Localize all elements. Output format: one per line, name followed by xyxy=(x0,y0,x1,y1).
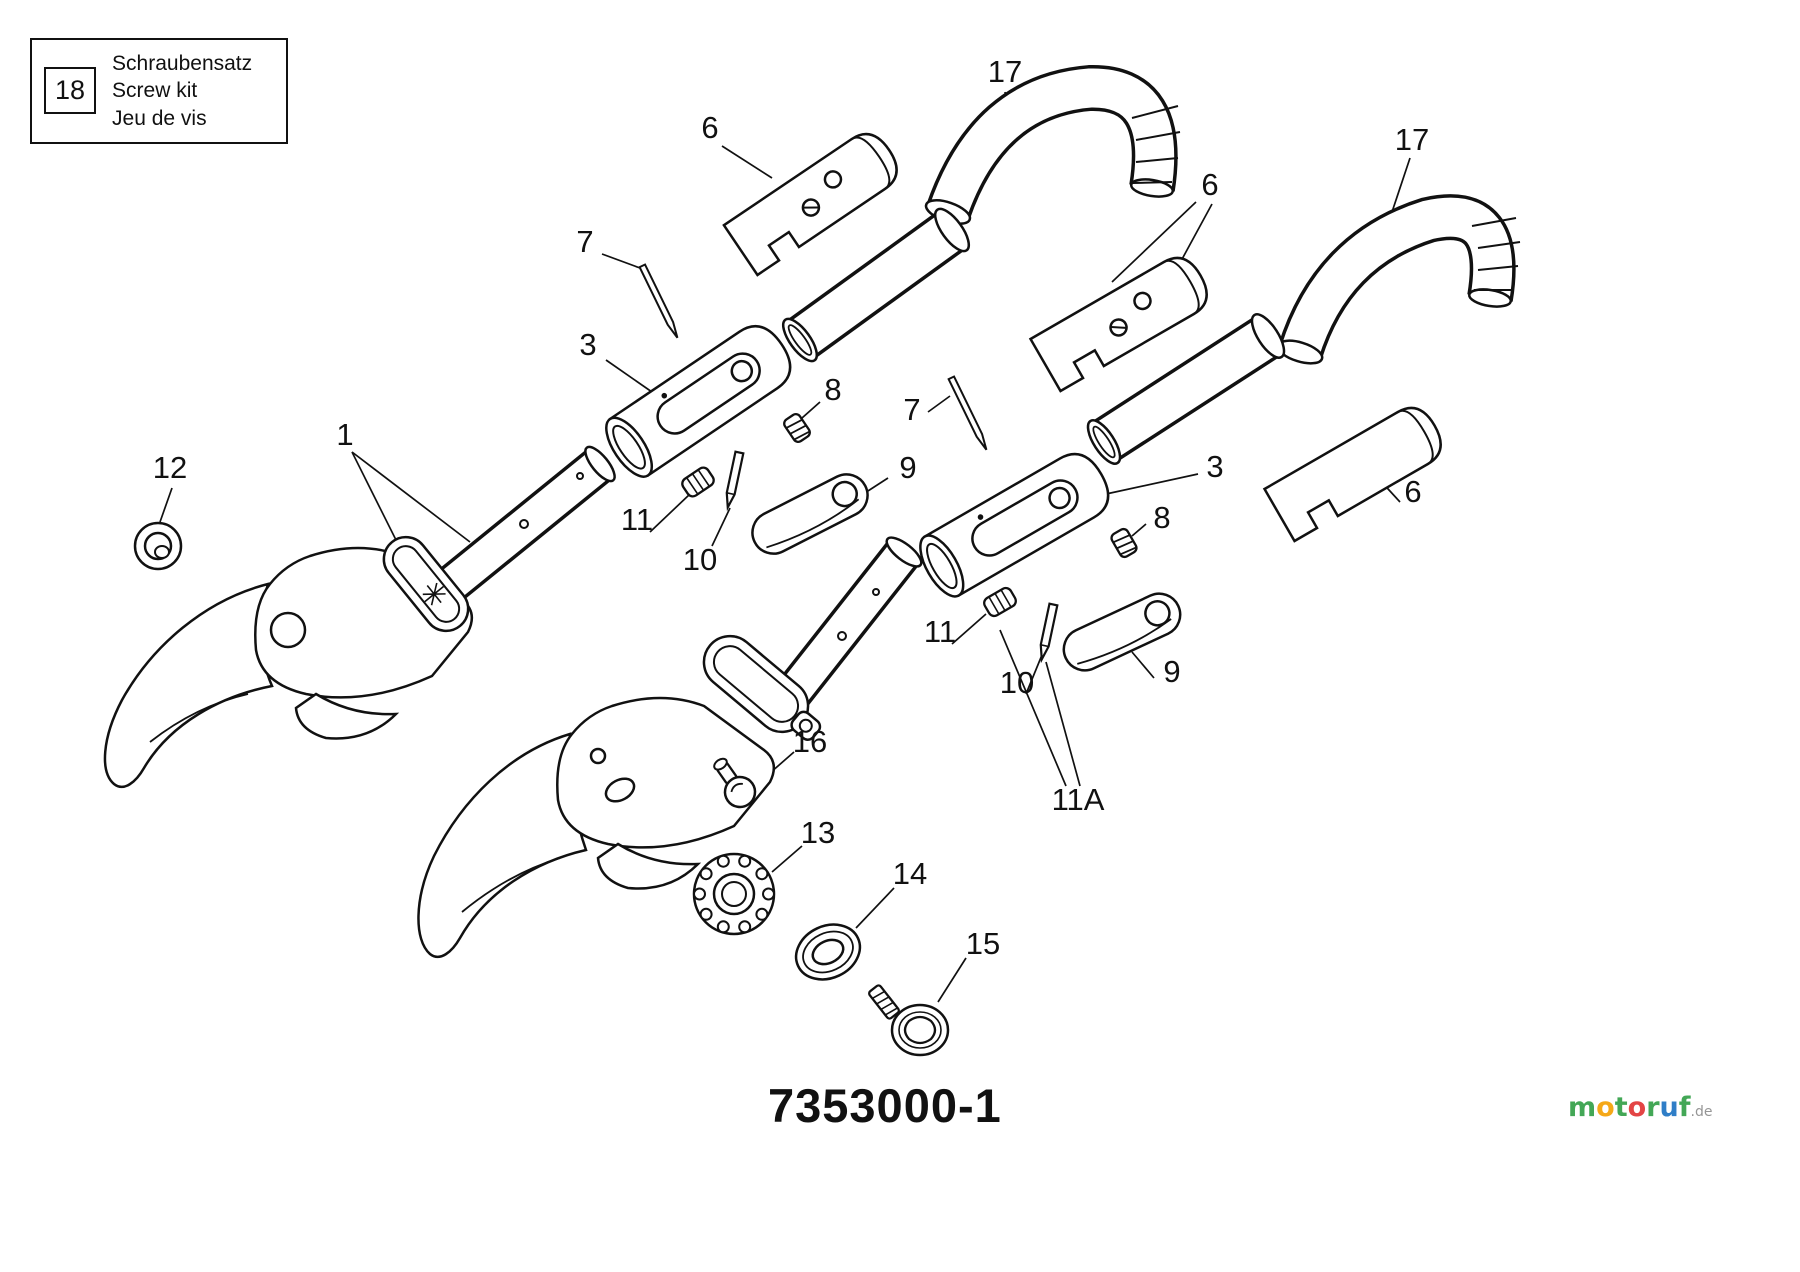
watermark-letter: o xyxy=(1627,1092,1647,1123)
part-10-pin-upper xyxy=(722,450,745,510)
callout-14: 14 xyxy=(892,856,928,891)
callout-8-right: 8 xyxy=(1153,500,1171,535)
watermark-letter: m xyxy=(1568,1092,1597,1123)
drawing-number: 7353000-1 xyxy=(768,1079,1002,1132)
part-14-washer xyxy=(794,923,862,981)
callout-6-right: 6 xyxy=(1201,167,1219,202)
callout-3-right: 3 xyxy=(1206,449,1224,484)
legend-line-fr: Jeu de vis xyxy=(112,106,207,130)
part-1-lopper-head-lower xyxy=(417,536,923,959)
watermark-letter: t xyxy=(1614,1092,1628,1123)
part-17-handle-upper xyxy=(924,65,1181,225)
watermark-letter: o xyxy=(1596,1092,1615,1123)
watermark-letter: f xyxy=(1678,1092,1691,1123)
callout-9-right: 9 xyxy=(1163,654,1181,689)
watermark-logo: motoruf.de xyxy=(1568,1092,1712,1123)
legend-line-de: Schraubensatz xyxy=(112,52,253,75)
part-9-cam-lever-upper xyxy=(743,465,877,563)
callout-7-right: 7 xyxy=(903,392,921,427)
part-11-pin-upper xyxy=(678,464,718,500)
callout-6-upper: 6 xyxy=(701,110,719,145)
callout-11-upper: 11 xyxy=(620,502,654,537)
legend-number-box: 18 xyxy=(44,67,97,115)
callout-17-upper: 17 xyxy=(987,54,1023,89)
part-15-bolt xyxy=(868,984,950,1057)
part-12-washer xyxy=(133,521,183,571)
callout-11A: 11A xyxy=(1051,782,1105,817)
callout-13: 13 xyxy=(800,815,836,850)
part-1-lopper-head-upper xyxy=(103,445,616,789)
callout-6-far-right: 6 xyxy=(1404,474,1422,509)
watermark-letter: u xyxy=(1659,1092,1679,1123)
callout-17-right: 17 xyxy=(1394,122,1430,157)
watermark-letter: r xyxy=(1646,1092,1660,1123)
callout-3-upper: 3 xyxy=(579,327,597,362)
part-7-pin-upper xyxy=(638,263,682,341)
part-13-bearing xyxy=(692,852,776,936)
callout-9-upper: 9 xyxy=(899,450,917,485)
callout-10-right: 10 xyxy=(999,665,1035,700)
callout-11-right: 11 xyxy=(923,614,957,649)
part-17-handle-right xyxy=(1276,194,1521,365)
handle-tube-right xyxy=(1086,313,1286,465)
callout-8-upper: 8 xyxy=(824,372,842,407)
part-8-screw-right xyxy=(1108,526,1140,560)
handle-tube-upper xyxy=(781,207,971,363)
callout-1: 1 xyxy=(336,417,354,452)
part-16-ball-stud xyxy=(713,757,757,809)
part-6-shell-upper xyxy=(722,123,908,277)
legend-text: Schraubensatz Screw kit Jeu de vis xyxy=(112,50,252,132)
part-11-pin-right xyxy=(980,584,1020,620)
part-10-pin-right xyxy=(1036,602,1059,662)
part-3-clamp-cylinder-right xyxy=(910,443,1120,605)
watermark-suffix: .de xyxy=(1690,1104,1713,1120)
part-8-screw-upper xyxy=(781,411,813,445)
callout-16: 16 xyxy=(792,724,828,759)
leader-lines xyxy=(159,91,1411,1003)
callout-15: 15 xyxy=(965,926,1001,961)
legend-number: 18 xyxy=(55,75,86,106)
part-7-pin-right xyxy=(947,375,991,453)
legend-line-en: Screw kit xyxy=(112,79,198,103)
legend-screw-kit: 18 Schraubensatz Screw kit Jeu de vis xyxy=(30,38,288,144)
part-6-shell-far-right xyxy=(1263,398,1451,543)
part-3-clamp-cylinder-upper xyxy=(596,314,802,486)
callout-7-upper: 7 xyxy=(576,224,594,259)
callout-12: 12 xyxy=(152,450,188,485)
clamp-bracket xyxy=(702,634,822,741)
callout-10-upper: 10 xyxy=(682,542,718,577)
watermark-letters: motoruf xyxy=(1568,1092,1691,1123)
